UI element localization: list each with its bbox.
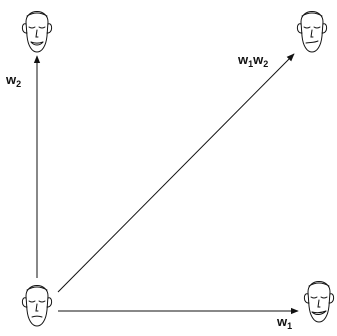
smirking-face-icon xyxy=(296,11,328,53)
smiling-face-icon xyxy=(21,11,53,53)
w1-label: w1 xyxy=(276,314,292,331)
lopsided-face-icon xyxy=(303,281,335,323)
w1w2-label: w1w2 xyxy=(237,52,268,69)
neutral-face-icon xyxy=(21,285,53,327)
w1w2-arrow xyxy=(57,53,295,293)
w2-label: w2 xyxy=(5,72,21,89)
